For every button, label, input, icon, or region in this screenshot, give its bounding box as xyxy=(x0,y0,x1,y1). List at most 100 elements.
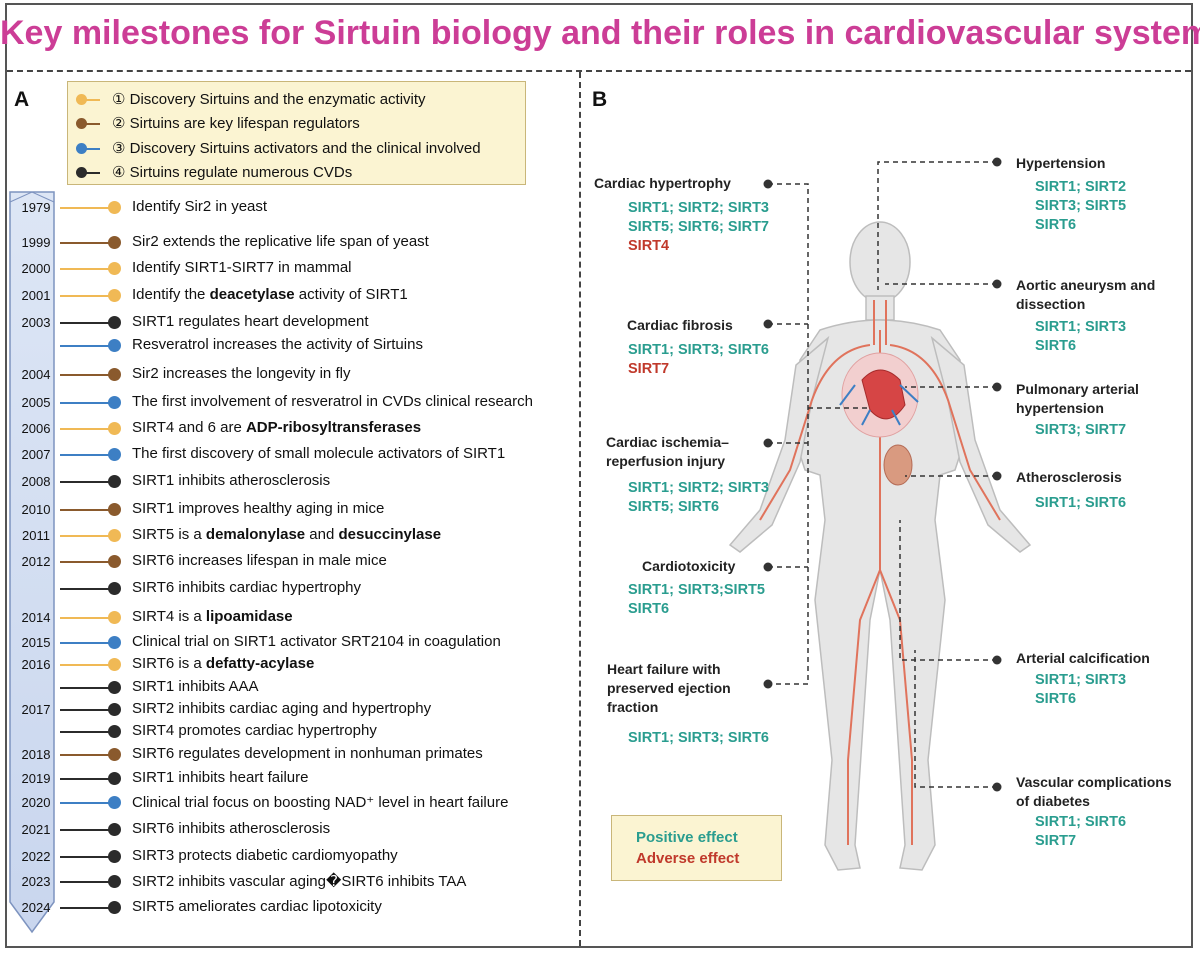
timeline-dot xyxy=(108,681,121,694)
sirtuin-list-pulmonary-hypertension: SIRT3; SIRT7 xyxy=(1035,422,1127,438)
timeline-connector xyxy=(60,207,112,209)
timeline-dot xyxy=(108,875,121,888)
pulmonary-vessels xyxy=(839,384,919,426)
timeline-connector xyxy=(60,345,112,347)
timeline-year: 2015 xyxy=(21,635,51,650)
timeline-dot xyxy=(108,503,121,516)
timeline-year: 2017 xyxy=(21,702,51,717)
timeline-dot xyxy=(108,725,121,738)
timeline-year: 2014 xyxy=(21,610,51,625)
disease-title-vascular-diabetes: Vascular complications of diabetes xyxy=(1016,774,1172,809)
timeline-year: 2010 xyxy=(21,502,51,517)
timeline-event-text: SIRT4 and 6 are ADP-ribosyltransferases xyxy=(132,419,422,436)
timeline-connector xyxy=(60,664,112,666)
timeline-year: 1999 xyxy=(21,235,51,250)
sirtuin-list-hfpef: SIRT1; SIRT3; SIRT6 xyxy=(628,730,769,746)
adverse-sirtuin: SIRT4 xyxy=(628,238,670,254)
timeline-event-text: SIRT2 inhibits cardiac aging and hypertr… xyxy=(132,700,432,717)
timeline-year: 2024 xyxy=(21,900,51,915)
legend-label: ② Sirtuins are key lifespan regulators xyxy=(112,115,360,132)
timeline-connector xyxy=(60,907,112,909)
timeline-event-text: Identify SIRT1-SIRT7 in mammal xyxy=(132,259,352,276)
timeline-dot xyxy=(108,658,121,671)
sirtuin-list-atherosclerosis: SIRT1; SIRT6 xyxy=(1035,495,1127,511)
timeline-dot xyxy=(108,201,121,214)
timeline-dot xyxy=(108,529,121,542)
title-divider xyxy=(7,70,1191,72)
timeline-event: Resveratrol increases the activity of Si… xyxy=(0,333,570,357)
timeline-dot xyxy=(108,796,121,809)
timeline-event-text: SIRT2 inhibits vascular aging�SIRT6 inhi… xyxy=(132,873,467,890)
timeline-connector xyxy=(60,509,112,511)
timeline-event-text: SIRT1 improves healthy aging in mice xyxy=(132,500,385,517)
timeline-connector xyxy=(60,829,112,831)
timeline-event-text: SIRT1 inhibits AAA xyxy=(132,678,259,695)
disease-title-cardiac-ischemia: Cardiac ischemia–reperfusion injury xyxy=(606,434,729,469)
timeline-event-text: Sir2 increases the longevity in fly xyxy=(132,365,351,382)
timeline-event-text: SIRT4 promotes cardiac hypertrophy xyxy=(132,722,377,739)
timeline-event: SIRT6 inhibits cardiac hypertrophy xyxy=(0,576,570,600)
kidney-icon xyxy=(883,444,913,486)
timeline-connector xyxy=(60,687,112,689)
timeline-connector xyxy=(60,561,112,563)
timeline-event-text: SIRT6 regulates development in nonhuman … xyxy=(132,745,483,762)
timeline-event-text: Resveratrol increases the activity of Si… xyxy=(132,336,423,353)
timeline-dot xyxy=(108,475,121,488)
legend-line xyxy=(80,172,100,174)
legend-dot xyxy=(76,167,87,178)
legend-item-cvd: ④ Sirtuins regulate numerous CVDs xyxy=(68,160,523,184)
timeline-event: 1999 Sir2 extends the replicative life sp… xyxy=(0,230,570,254)
timeline-connector xyxy=(60,709,112,711)
adverse-sirtuin: SIRT7 xyxy=(628,361,670,377)
timeline-event-text: SIRT1 regulates heart development xyxy=(132,313,369,330)
timeline-event-text: Identify the deacetylase activity of SIR… xyxy=(132,286,408,303)
timeline-event-text: SIRT3 protects diabetic cardiomyopathy xyxy=(132,847,398,864)
positive-effect-label: Positive effect xyxy=(636,829,738,846)
disease-title-atherosclerosis: Atherosclerosis xyxy=(1016,469,1122,485)
timeline-event-text: Clinical trial focus on boosting NAD⁺ le… xyxy=(132,794,509,811)
timeline-dot xyxy=(108,236,121,249)
timeline-year: 2020 xyxy=(21,795,51,810)
timeline-event: 2020 Clinical trial focus on boosting NAD… xyxy=(0,790,570,814)
legend-label: ① Discovery Sirtuins and the enzymatic a… xyxy=(112,91,426,108)
disease-title-hypertension: Hypertension xyxy=(1016,155,1106,171)
figure-title: Key milestones for Sirtuin biology and t… xyxy=(0,14,1200,52)
legend-dot xyxy=(76,94,87,105)
timeline-event: 2023 SIRT2 inhibits vascular aging�SIRT6 … xyxy=(0,869,570,893)
figure-frame xyxy=(5,3,1193,948)
timeline-event-text: SIRT5 is a demalonylase and desuccinylas… xyxy=(132,526,442,543)
timeline-connector xyxy=(60,428,112,430)
timeline-connector xyxy=(60,778,112,780)
legend-dot xyxy=(76,118,87,129)
timeline-dot xyxy=(108,901,121,914)
timeline-event-text: Sir2 extends the replicative life span o… xyxy=(132,233,429,250)
timeline-dot xyxy=(108,339,121,352)
timeline-year: 2021 xyxy=(21,822,51,837)
timeline-dot xyxy=(108,772,121,785)
legend-dot xyxy=(76,143,87,154)
panel-divider xyxy=(579,72,581,946)
timeline-dot xyxy=(108,582,121,595)
timeline-year: 2023 xyxy=(21,874,51,889)
timeline-year: 2012 xyxy=(21,554,51,569)
timeline-event-text: SIRT6 increases lifespan in male mice xyxy=(132,552,387,569)
timeline-event-text: The first involvement of resveratrol in … xyxy=(132,393,533,410)
timeline-dot xyxy=(108,636,121,649)
